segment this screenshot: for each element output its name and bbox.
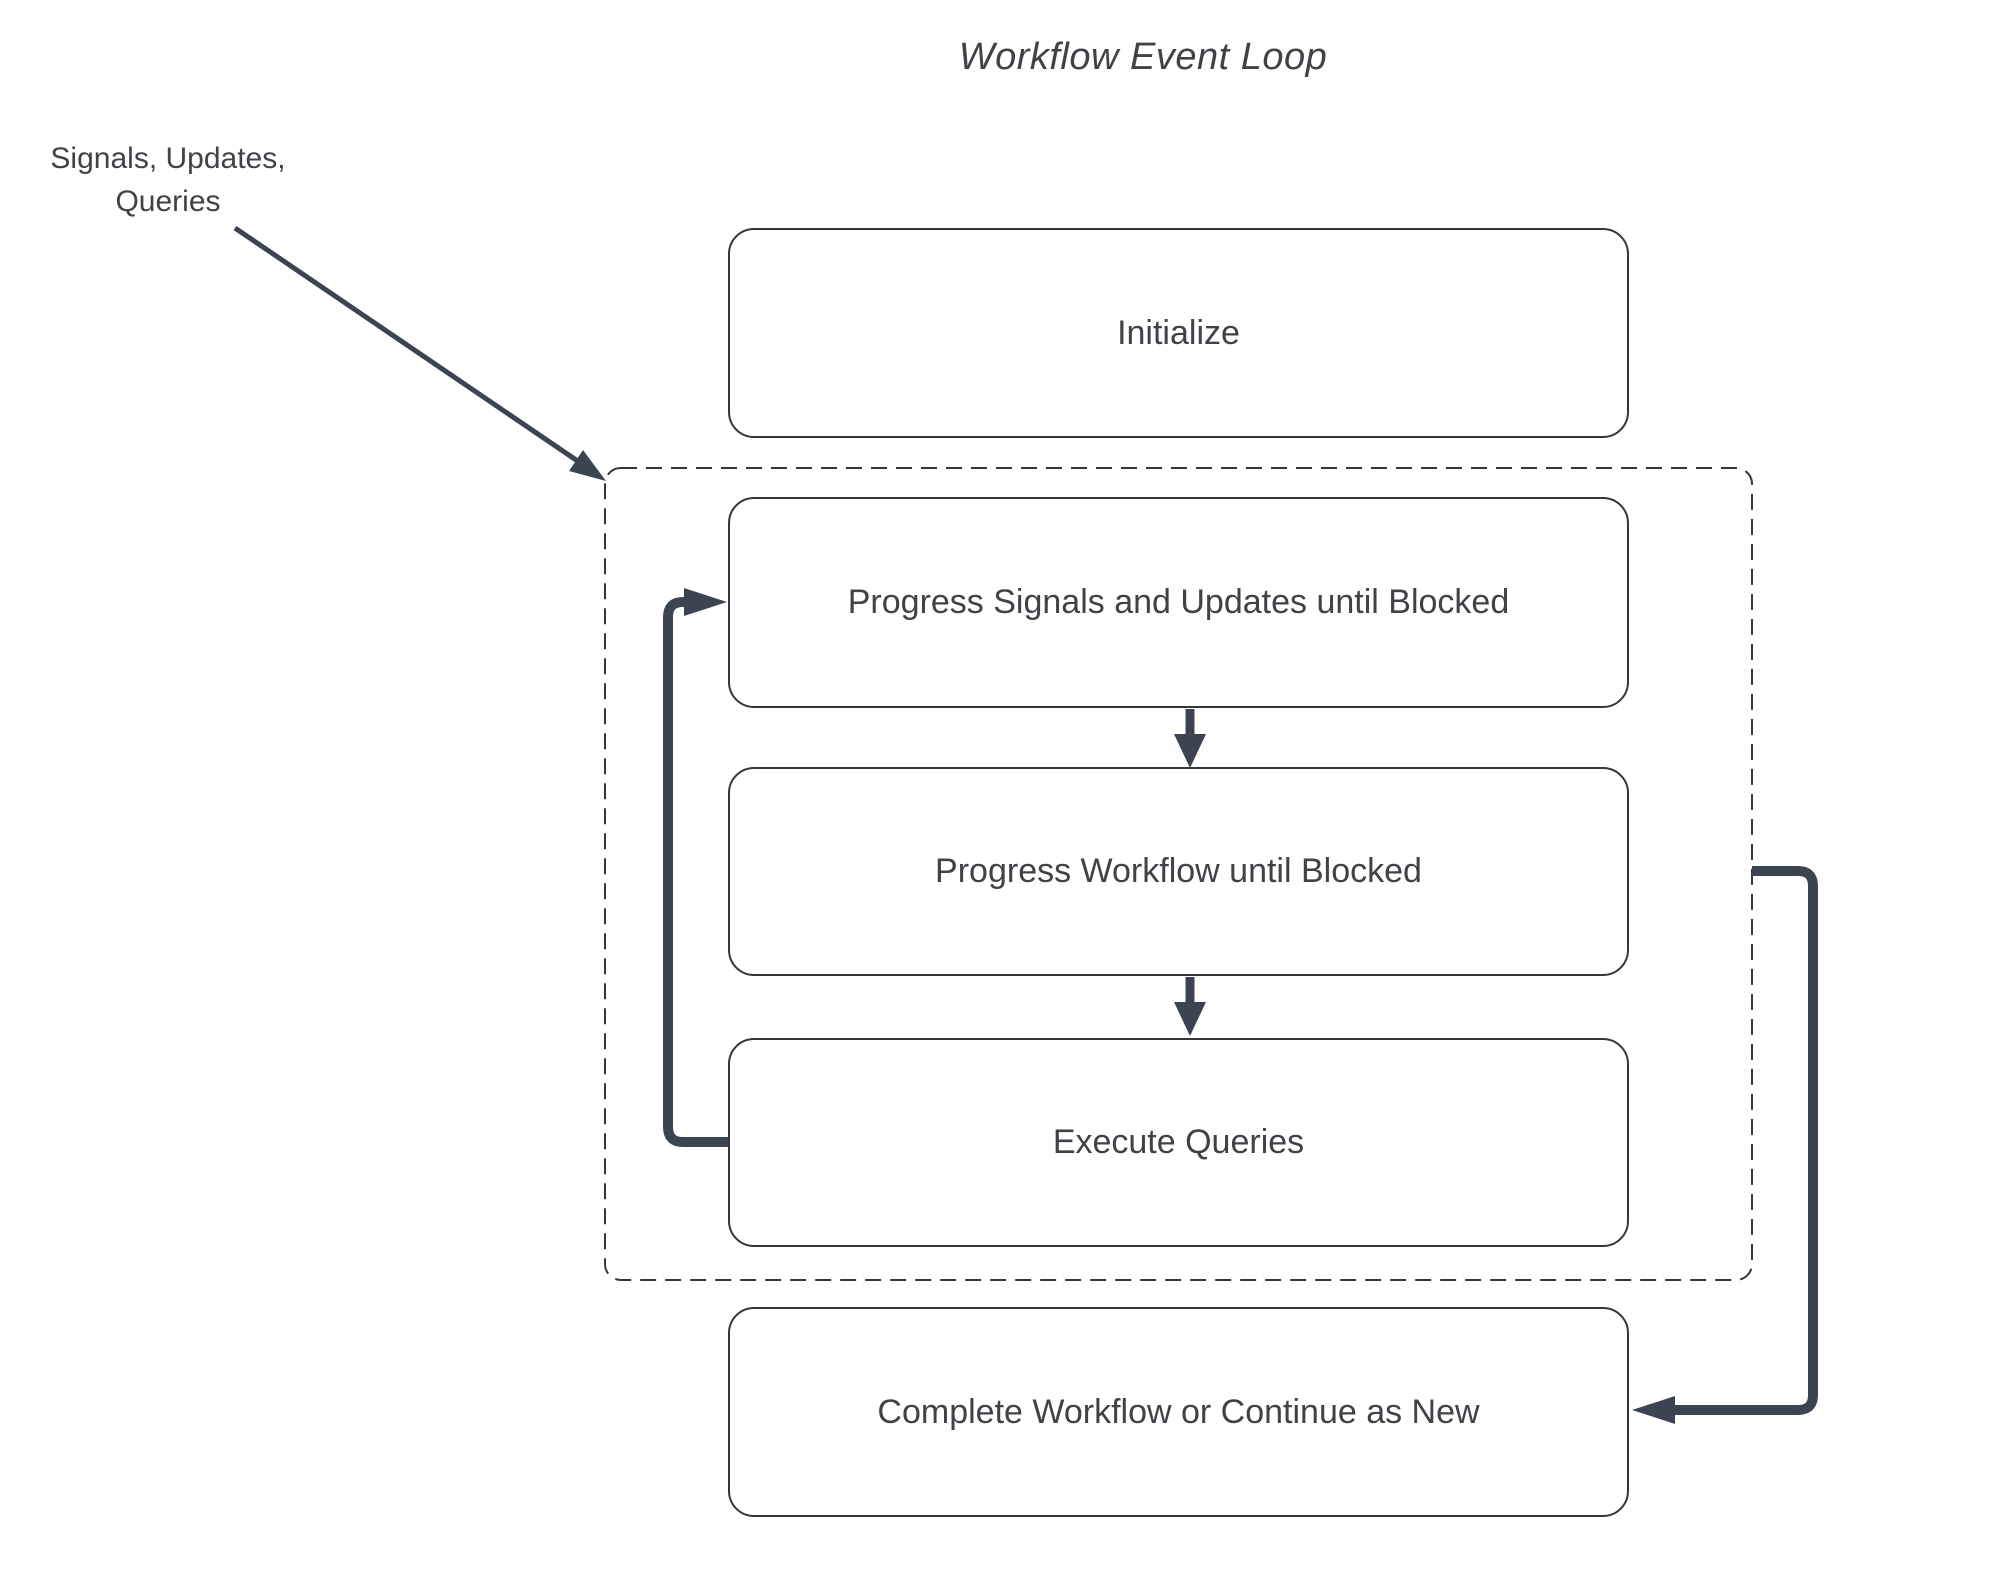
workflow-to-queries-arrowhead-icon xyxy=(1174,1002,1206,1036)
node-progress-workflow: Progress Workflow until Blocked xyxy=(728,767,1629,976)
node-execute-queries: Execute Queries xyxy=(728,1038,1629,1247)
node-initialize: Initialize xyxy=(728,228,1629,438)
loop-to-complete-arrowhead-icon xyxy=(1632,1396,1675,1424)
page-title: Workflow Event Loop xyxy=(958,36,1328,78)
node-initialize-label: Initialize xyxy=(1117,313,1240,352)
queries-to-signals-loop-arrow-line xyxy=(663,597,728,1147)
node-execute-queries-label: Execute Queries xyxy=(1052,1123,1305,1161)
queries-to-signals-loop-arrowhead-icon xyxy=(684,588,727,616)
signals-updates-queries-label: Signals, Updates, Queries xyxy=(50,142,286,218)
node-complete-workflow-label: Complete Workflow or Continue as New xyxy=(877,1392,1480,1431)
node-progress-signals-label: Progress Signals and Updates until Block… xyxy=(847,583,1510,621)
signals-to-loop-arrowhead-icon xyxy=(569,450,606,481)
signals-to-workflow-arrowhead-icon xyxy=(1174,734,1206,768)
node-progress-workflow-label: Progress Workflow until Blocked xyxy=(935,852,1422,890)
node-progress-signals-and-updates: Progress Signals and Updates until Block… xyxy=(728,497,1629,708)
signals-to-loop-arrow-line xyxy=(233,225,584,467)
loop-to-complete-arrow-line xyxy=(1674,866,1818,1415)
node-complete-workflow: Complete Workflow or Continue as New xyxy=(728,1307,1629,1517)
